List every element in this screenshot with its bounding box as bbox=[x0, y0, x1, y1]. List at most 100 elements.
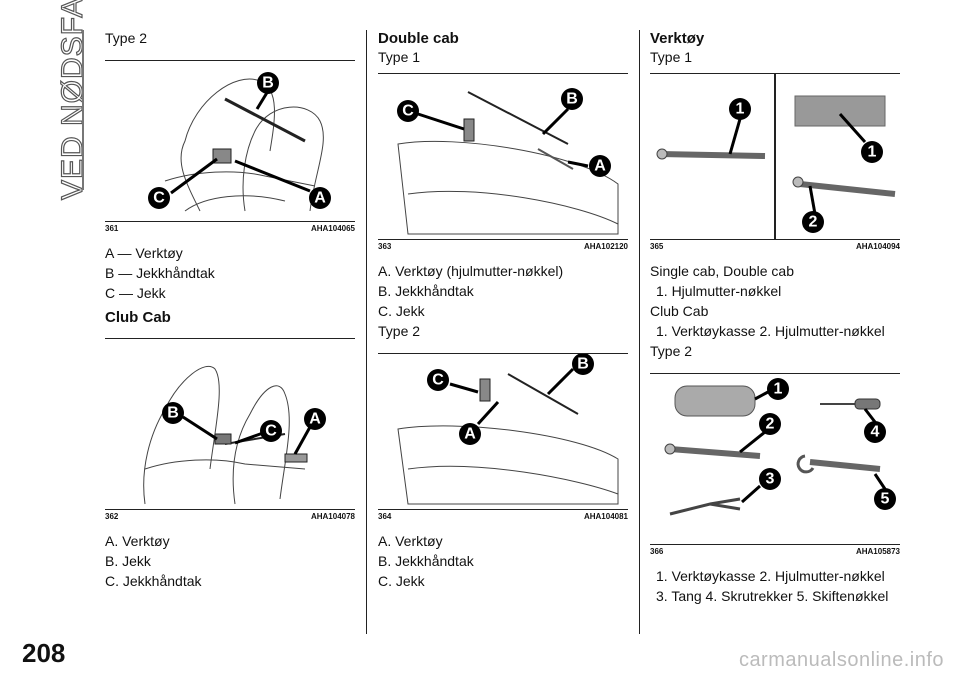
figure-364-illustration: C B A bbox=[397, 354, 619, 505]
callout-marker bbox=[148, 187, 170, 209]
figure-number: 363 bbox=[378, 242, 392, 251]
column-1: Type 2 B C A 361 AHA104065 A — Verktøy B… bbox=[105, 30, 355, 591]
callout-number: 1 bbox=[774, 381, 783, 398]
callout-marker bbox=[260, 420, 282, 442]
figure-code: AHA104081 bbox=[583, 512, 628, 521]
legend-item: B. Jekk bbox=[105, 553, 151, 569]
callout-letter: B bbox=[577, 356, 589, 373]
figure-code: AHA105873 bbox=[855, 547, 900, 556]
column-2: Double cab Type 1 C B A 363 AHA102120 A.… bbox=[378, 30, 628, 591]
callout-marker bbox=[309, 187, 331, 209]
callout-marker bbox=[561, 88, 583, 110]
legend-item: 1. Hjulmutter-nøkkel bbox=[656, 283, 782, 299]
figure-362-illustration: B C A bbox=[143, 366, 326, 505]
callout-number: 2 bbox=[766, 416, 775, 433]
callout-letter: A bbox=[314, 190, 326, 207]
figure-361-illustration: B C A bbox=[148, 72, 331, 212]
figure-caption: 362 AHA104078 bbox=[105, 510, 355, 521]
figure-365-illustration: 1 1 2 bbox=[656, 74, 896, 239]
callout-letter: C bbox=[402, 103, 414, 120]
callout-marker bbox=[759, 413, 781, 435]
legend-item: A. Verktøy bbox=[105, 533, 170, 549]
callout-letter: A bbox=[309, 411, 321, 428]
callout-marker bbox=[397, 100, 419, 122]
type-label: Type 1 bbox=[650, 49, 693, 65]
legend-item: B. Jekkhåndtak bbox=[378, 283, 474, 299]
callout-marker bbox=[572, 354, 594, 375]
tools-heading: Verktøy bbox=[650, 30, 705, 47]
callout-letter: C bbox=[432, 372, 444, 389]
figure-code: AHA104094 bbox=[855, 242, 900, 251]
figure-number: 365 bbox=[650, 242, 664, 251]
callout-marker bbox=[304, 408, 326, 430]
figure-364: C B A bbox=[378, 353, 628, 510]
legend-list: A — Verktøy B — Jekkhåndtak C — Jekk bbox=[105, 243, 355, 303]
callout-marker bbox=[802, 211, 824, 233]
figure-caption: 361 AHA104065 bbox=[105, 222, 355, 233]
legend-label: Single cab, Double cab bbox=[650, 263, 794, 279]
callout-marker bbox=[729, 98, 751, 120]
callout-letter: C bbox=[153, 190, 165, 207]
callout-number: 5 bbox=[881, 491, 890, 508]
type-label: Type 2 bbox=[650, 343, 693, 359]
callout-letter: A bbox=[594, 158, 606, 175]
figure-number: 366 bbox=[650, 547, 664, 556]
figure-caption: 365 AHA104094 bbox=[650, 240, 900, 251]
legend-item: A — Verktøy bbox=[105, 245, 183, 261]
callout-letter: A bbox=[464, 426, 476, 443]
legend-list: Single cab, Double cab 1. Hjulmutter-nøk… bbox=[650, 261, 900, 361]
section-side-title-text: VED NØDSFALL bbox=[55, 0, 89, 201]
figure-caption: 364 AHA104081 bbox=[378, 510, 628, 521]
legend-item: C — Jekk bbox=[105, 285, 166, 301]
figure-363: C B A bbox=[378, 73, 628, 240]
callout-marker bbox=[257, 72, 279, 94]
callout-marker bbox=[589, 155, 611, 177]
figure-number: 364 bbox=[378, 512, 392, 521]
callout-marker bbox=[759, 468, 781, 490]
side-rule bbox=[82, 30, 84, 190]
legend-item: C. Jekkhåndtak bbox=[105, 573, 202, 589]
figure-362: B C A bbox=[105, 338, 355, 510]
callout-number: 3 bbox=[766, 471, 775, 488]
legend-label: Club Cab bbox=[650, 303, 709, 319]
figure-366: 1 2 3 4 5 bbox=[650, 373, 900, 545]
callout-number: 1 bbox=[868, 144, 877, 161]
callout-marker bbox=[162, 402, 184, 424]
legend-item: C. Jekk bbox=[378, 303, 425, 319]
type-label: Type 2 bbox=[105, 30, 148, 46]
figure-363-illustration: C B A bbox=[397, 88, 619, 235]
legend-item: A. Verktøy bbox=[378, 533, 443, 549]
callout-letter: B bbox=[566, 91, 578, 108]
callout-marker bbox=[767, 378, 789, 400]
legend-item: B. Jekkhåndtak bbox=[378, 553, 474, 569]
club-cab-heading: Club Cab bbox=[105, 309, 171, 326]
column-divider bbox=[366, 30, 367, 634]
figure-code: AHA104078 bbox=[310, 512, 355, 521]
figure-number: 362 bbox=[105, 512, 119, 521]
legend-list: A. Verktøy (hjulmutter-nøkkel) B. Jekkhå… bbox=[378, 261, 628, 341]
figure-365: 1 1 2 bbox=[650, 73, 900, 240]
column-divider bbox=[639, 30, 640, 634]
legend-item: 1. Verktøykasse 2. Hjulmutter-nøkkel bbox=[656, 323, 885, 339]
figure-code: AHA104065 bbox=[310, 224, 355, 233]
legend-item: 3. Tang 4. Skrutrekker 5. Skiftenøkkel bbox=[656, 588, 889, 604]
double-cab-heading: Double cab bbox=[378, 30, 459, 47]
legend-list: A. Verktøy B. Jekkhåndtak C. Jekk bbox=[378, 531, 628, 591]
callout-marker bbox=[864, 421, 886, 443]
legend-list: A. Verktøy B. Jekk C. Jekkhåndtak bbox=[105, 531, 355, 591]
figure-caption: 366 AHA105873 bbox=[650, 545, 900, 556]
column-3: Verktøy Type 1 1 1 2 365 AHA104094 Singl… bbox=[650, 30, 900, 606]
type-label: Type 1 bbox=[378, 49, 421, 65]
figure-caption: 363 AHA102120 bbox=[378, 240, 628, 251]
callout-letter: C bbox=[265, 423, 277, 440]
callout-marker bbox=[874, 488, 896, 510]
legend-item: B — Jekkhåndtak bbox=[105, 265, 215, 281]
legend-item: 1. Verktøykasse 2. Hjulmutter-nøkkel bbox=[656, 568, 885, 584]
legend-list: 1. Verktøykasse 2. Hjulmutter-nøkkel 3. … bbox=[650, 566, 900, 606]
figure-361: B C A bbox=[105, 60, 355, 222]
callout-number: 2 bbox=[809, 214, 818, 231]
callout-letter: B bbox=[167, 405, 179, 422]
figure-366-illustration: 1 2 3 4 5 bbox=[664, 378, 896, 516]
callout-marker bbox=[427, 369, 449, 391]
type-label: Type 2 bbox=[378, 323, 421, 339]
